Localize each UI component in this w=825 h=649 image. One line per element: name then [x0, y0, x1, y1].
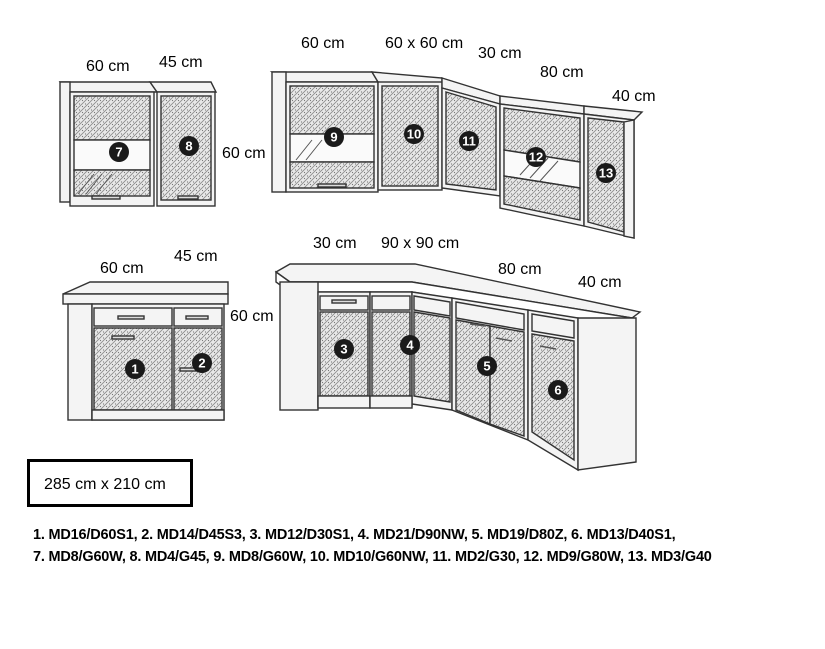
unit-badge-1: 1: [125, 359, 145, 379]
dim-lower-height-60: 60 cm: [230, 308, 274, 325]
upper-cabinet-9: [269, 71, 380, 193]
unit-badge-label: 9: [330, 130, 337, 145]
unit-badge-5: 5: [477, 356, 497, 376]
unit-badge-label: 13: [599, 166, 613, 181]
dim-upper-left-45: 45 cm: [159, 54, 203, 71]
dim-upper-40: 40 cm: [612, 88, 656, 105]
unit-badge-label: 6: [554, 383, 561, 398]
lower-cabinet-6: [527, 309, 637, 472]
unit-badge-label: 1: [131, 362, 138, 377]
dim-upper-corner: 60 x 60 cm: [385, 35, 464, 52]
total-size-label: 285 cm x 210 cm: [44, 476, 166, 493]
legend-line-2: 7. MD8/G60W, 8. MD4/G45, 9. MD8/G60W, 10…: [33, 549, 712, 565]
unit-badge-10: 10: [404, 124, 424, 144]
dim-upper-30: 30 cm: [478, 45, 522, 62]
lower-cabinet-1-2: [62, 281, 229, 421]
unit-badge-11: 11: [459, 131, 479, 151]
unit-badge-6: 6: [548, 380, 568, 400]
unit-badges: 1 2 3 4 5 6 7 8 9 10 11 12 13: [109, 124, 616, 400]
legend-line-1: 1. MD16/D60S1, 2. MD14/D45S3, 3. MD12/D3…: [33, 527, 676, 543]
unit-badge-7: 7: [109, 142, 129, 162]
dim-lower-left-60: 60 cm: [100, 260, 144, 277]
unit-badge-9: 9: [324, 127, 344, 147]
dim-upper-height-60: 60 cm: [222, 145, 266, 162]
lower-cabinet-4: [369, 291, 453, 411]
unit-badge-4: 4: [400, 335, 420, 355]
unit-badge-label: 4: [406, 338, 414, 353]
dim-lower-40: 40 cm: [578, 274, 622, 291]
upper-cabinet-7: [58, 81, 159, 207]
unit-badge-label: 7: [115, 145, 122, 160]
unit-badge-13: 13: [596, 163, 616, 183]
unit-badge-label: 3: [340, 342, 347, 357]
dim-lower-left-45: 45 cm: [174, 248, 218, 265]
dim-upper-left-60: 60 cm: [86, 58, 130, 75]
dim-upper-60: 60 cm: [301, 35, 345, 52]
dim-upper-80: 80 cm: [540, 64, 584, 81]
unit-badge-label: 5: [483, 359, 490, 374]
unit-badge-label: 12: [529, 150, 543, 165]
unit-badge-8: 8: [179, 136, 199, 156]
unit-badge-label: 11: [462, 134, 476, 149]
dim-lower-corner: 90 x 90 cm: [381, 235, 460, 252]
upper-cabinet-10: [370, 71, 443, 191]
unit-badge-2: 2: [192, 353, 212, 373]
unit-badge-label: 10: [407, 127, 421, 142]
unit-badge-3: 3: [334, 339, 354, 359]
lower-cabinet-3: [279, 281, 371, 411]
dim-lower-30: 30 cm: [313, 235, 357, 252]
unit-badge-12: 12: [526, 147, 546, 167]
unit-badge-label: 2: [198, 356, 205, 371]
unit-badge-label: 8: [185, 139, 192, 154]
dim-lower-80: 80 cm: [498, 261, 542, 278]
total-size-box: [27, 459, 193, 507]
